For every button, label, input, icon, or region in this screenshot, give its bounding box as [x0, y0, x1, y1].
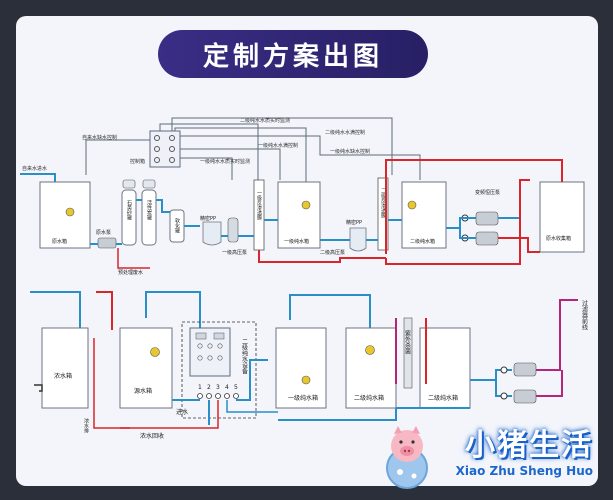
brand-name-en: Xiao Zhu Sheng Huo	[455, 464, 593, 478]
label-raw-pump: 原水泵	[96, 229, 111, 236]
brand-watermark: 小猪生活 Xiao Zhu Sheng Huo	[456, 420, 593, 478]
label-pp2: 精密PP	[346, 219, 362, 226]
pretreat-drain-pipe	[117, 248, 150, 269]
float-switch-icon	[65, 207, 75, 217]
label-collection-tank: 原水收集箱	[546, 235, 571, 242]
label-source-tank: 源水箱	[134, 387, 152, 395]
control-lines	[85, 117, 421, 185]
page-title: 定制方案出图	[202, 41, 383, 72]
vf-pumps	[461, 211, 499, 246]
label-inlet: 进水	[176, 408, 188, 416]
label-l2: 自来水缺水控制	[82, 134, 117, 141]
terminal-2: 2	[207, 384, 211, 391]
float-switch-icon	[365, 345, 375, 355]
label-primary-tank: 一级纯水箱	[284, 238, 309, 245]
precision-pp-1	[202, 221, 222, 246]
terminal-1: 1	[198, 384, 202, 391]
source-tank	[119, 327, 173, 409]
label-l6: 一级纯水缺水控制	[330, 148, 370, 155]
raw-pump	[90, 237, 117, 249]
pretreat-pipes	[116, 199, 200, 245]
secondary-tank	[401, 181, 447, 249]
tap-icon	[34, 384, 43, 392]
label-concentrate-drain: 浓水排	[83, 417, 89, 434]
label-device: 二级纯水设备	[241, 338, 248, 375]
label-lower-primary: 一级纯水箱	[288, 394, 318, 402]
collection-tank	[539, 181, 585, 253]
ro-membrane-2	[377, 177, 389, 251]
brand-name-cn: 小猪生活	[465, 428, 593, 463]
label-control-box: 控制箱	[130, 158, 145, 165]
label-lower-secondary-b: 二级纯水箱	[428, 394, 458, 402]
primary-tank	[277, 181, 321, 249]
hp-pump-1	[227, 217, 239, 243]
carbon-valve-icon	[142, 179, 156, 189]
precision-pp-2	[349, 227, 367, 252]
upper-main-pipes	[221, 217, 520, 241]
lower-secondary-tank-a	[345, 327, 397, 409]
control-box	[149, 130, 181, 168]
float-switch-icon	[301, 200, 311, 210]
terminal-3: 3	[216, 384, 220, 391]
label-filter-line: 过滤器前线	[581, 299, 588, 330]
raw-tank	[39, 181, 91, 249]
label-uv: 紫外杀菌	[404, 329, 411, 355]
label-lower-secondary-a: 二级纯水箱	[354, 394, 384, 402]
label-l1: 二级纯水水质实时监测	[240, 117, 290, 124]
label-concentrate-tank: 浓水箱	[54, 372, 72, 380]
float-switch-icon	[407, 200, 417, 210]
pig-mascot-icon	[386, 426, 428, 489]
quartz-filter	[121, 189, 137, 246]
label-hp2: 二级高压泵	[320, 249, 345, 256]
label-l4: 一级纯水水满控制	[258, 142, 298, 149]
label-pretreat-drain: 预处理废水	[118, 269, 143, 276]
label-hp1: 一级高压泵	[222, 249, 247, 256]
carbon-filter	[141, 189, 157, 246]
label-secondary-tank: 二级纯水箱	[410, 238, 435, 245]
lower-pumps	[500, 362, 537, 404]
label-l3: 二级纯水水满控制	[325, 129, 365, 136]
lower-secondary-tank-b	[419, 327, 471, 409]
float-switch-icon	[301, 375, 311, 385]
lower-primary-tank	[275, 327, 327, 409]
label-pp1: 精密PP	[200, 215, 216, 222]
label-ro1: 一级反渗透膜	[256, 190, 262, 221]
upper-return-pipes	[258, 159, 563, 265]
label-quartz: 石英砂罐	[126, 200, 132, 221]
quartz-valve-icon	[122, 179, 136, 189]
label-softener: 软化罐	[174, 217, 180, 234]
terminal-5: 5	[234, 384, 238, 391]
label-l7: 自来水进水	[22, 165, 47, 172]
label-raw-tank: 原水箱	[52, 238, 67, 245]
terminal-4: 4	[225, 384, 229, 391]
label-vf-pump: 变频恒压泵	[475, 189, 500, 196]
title-banner: 定制方案出图	[158, 30, 428, 78]
terminal-labels: 1 2 3 4 5	[198, 384, 238, 391]
label-l5: 一级纯水水质实时监测	[200, 158, 250, 165]
label-ro2: 二级反渗透膜	[380, 188, 386, 219]
uv-lamp	[403, 317, 413, 389]
label-carbon: 活性炭罐	[146, 199, 152, 221]
float-switch-icon	[150, 347, 160, 357]
concentrate-tank	[41, 327, 89, 409]
label-recycle: 浓水回收	[140, 432, 164, 440]
